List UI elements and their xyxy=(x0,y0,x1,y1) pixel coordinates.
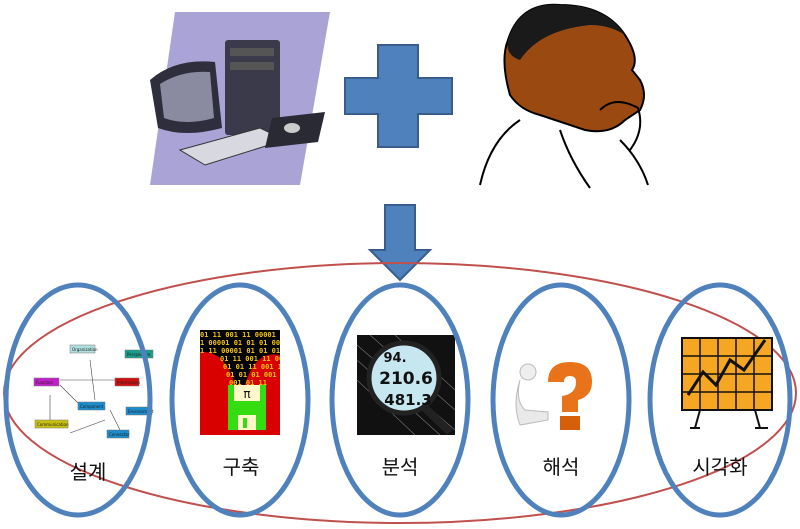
binary-text: 01 11 001 11 00001 01 01 01 001 01 xyxy=(200,331,343,339)
binary-text: 1 11 00001 01 01 01 001 01 11 01 1 xyxy=(200,347,343,355)
thinking-man-icon xyxy=(479,3,649,189)
binary-text: 1 00001 01 01 01 001 01 11 01 1 001 xyxy=(200,339,348,347)
thinking-figure-question-icon xyxy=(515,362,592,430)
svg-text:94.: 94. xyxy=(383,351,406,366)
stage-label-build: 구축 xyxy=(223,455,260,479)
uml-diagram-icon: Organization Perspective Function Inform… xyxy=(33,344,154,439)
svg-text:481.3: 481.3 xyxy=(384,391,431,409)
binary-text: 01 01 01 001 xyxy=(226,371,277,379)
stage-ellipse-design xyxy=(3,282,153,518)
svg-text:Environment: Environment xyxy=(128,409,154,414)
stage-label-design: 설계 xyxy=(70,460,107,484)
binary-text: 01 01 11 001 11 xyxy=(223,363,286,371)
magnifier-numbers-icon: 94. 210.6 481.3 xyxy=(356,334,456,436)
svg-text:Perspective: Perspective xyxy=(127,352,151,357)
svg-text:210.6: 210.6 xyxy=(379,369,433,389)
stage-ellipse-analysis xyxy=(329,282,471,518)
svg-text:Function: Function xyxy=(36,380,53,385)
binary-text: 01 11 001 11 00001 0 xyxy=(220,355,304,363)
svg-text:Component: Component xyxy=(80,404,104,409)
svg-text:Organization: Organization xyxy=(72,347,98,352)
computer-icon xyxy=(150,12,330,185)
binary-text: 001 01 11 xyxy=(229,379,267,387)
rising-chart-icon xyxy=(681,337,773,429)
svg-text:Communication: Communication xyxy=(37,422,69,427)
floppy-disk-icon: 01 11 001 11 00001 01 01 01 001 011 0000… xyxy=(200,330,348,435)
stage-ellipse-build xyxy=(169,282,311,518)
down-arrow-icon xyxy=(367,204,433,282)
plus-icon xyxy=(344,44,453,148)
svg-text:Connector: Connector xyxy=(109,432,130,437)
svg-text:π: π xyxy=(243,387,250,401)
stage-label-analysis: 분석 xyxy=(382,455,419,479)
stage-ellipse-interpret xyxy=(490,282,632,518)
stage-label-visualize: 시각화 xyxy=(692,455,747,479)
stage-ellipse-visualize xyxy=(647,282,793,518)
svg-text:Information: Information xyxy=(117,380,141,385)
stage-label-interpret: 해석 xyxy=(543,455,580,479)
